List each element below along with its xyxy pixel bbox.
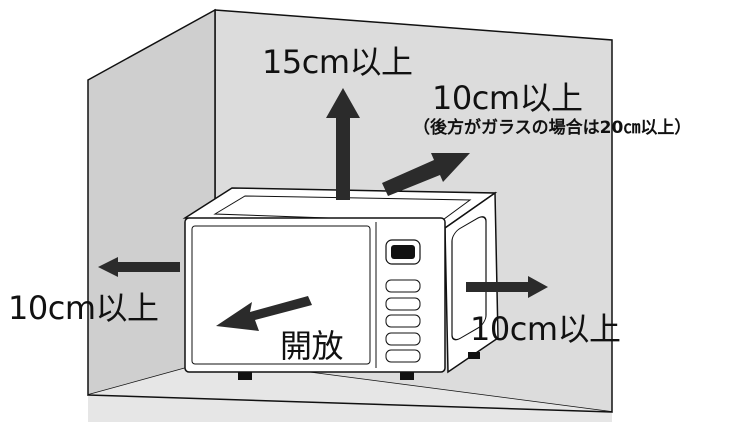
back-clearance-label: 10cm以上 <box>432 79 583 117</box>
door-window <box>191 225 371 365</box>
arrow-front-icon <box>216 296 312 331</box>
arrow-right-icon <box>466 276 548 298</box>
oven-foot <box>400 372 414 380</box>
left-clearance-label: 10cm以上 <box>8 289 159 327</box>
floor <box>88 360 612 422</box>
floor-edge-front <box>87 394 613 413</box>
oven-foot <box>238 372 252 380</box>
control-button <box>385 332 421 346</box>
oven-front <box>184 217 446 373</box>
display-panel <box>385 239 421 265</box>
oven-foot <box>468 352 480 359</box>
clearance-arrows <box>98 88 548 331</box>
right-clearance-label: 10cm以上 <box>470 310 621 348</box>
arrow-back-icon <box>382 153 470 196</box>
side-vent <box>451 216 487 341</box>
control-button <box>385 314 421 328</box>
back-glass-note: （後方がガラスの場合は20㎝以上） <box>413 118 692 138</box>
arrow-up-icon <box>326 88 360 200</box>
control-button <box>385 349 421 363</box>
display-screen <box>391 245 415 259</box>
front-open-label: 開放 <box>280 327 344 365</box>
control-button <box>385 279 421 293</box>
top-clearance-label: 15cm以上 <box>262 43 413 81</box>
microwave-oven <box>182 187 499 380</box>
control-button <box>385 297 421 311</box>
arrow-left-icon <box>98 257 180 277</box>
